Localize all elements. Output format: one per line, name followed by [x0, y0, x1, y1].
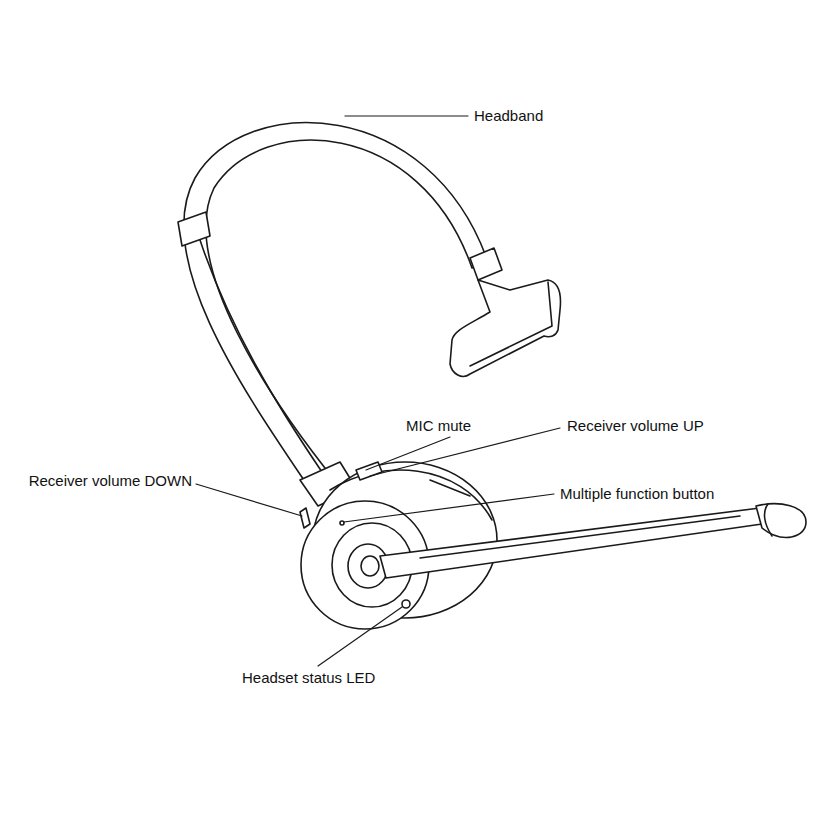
headband-pad — [450, 280, 561, 376]
leader-line — [344, 494, 554, 522]
headband-pad-edge — [470, 282, 552, 366]
leader-line — [196, 484, 302, 516]
mic-tip-seam — [765, 504, 772, 536]
part-label: Receiver volume UP — [565, 417, 706, 435]
part-label: Receiver volume DOWN — [27, 472, 194, 490]
part-label: Headband — [472, 107, 545, 125]
leader-line — [366, 437, 450, 470]
leader-lines — [196, 116, 560, 666]
leader-line — [345, 115, 468, 116]
headband-band — [184, 123, 488, 492]
leader-line — [318, 607, 402, 666]
headband-inner-edge — [200, 240, 322, 472]
part-label: Multiple function button — [558, 485, 716, 503]
boom-pivot-center — [361, 556, 379, 576]
headband-slider — [470, 248, 502, 280]
earpiece-slot — [430, 480, 470, 496]
mic-tip — [756, 504, 806, 538]
headband-slider — [178, 212, 210, 246]
status-led — [402, 600, 410, 608]
leader-line — [370, 428, 560, 476]
mfb-dot — [340, 521, 344, 525]
boom-arm — [380, 508, 762, 578]
boom-highlight — [420, 516, 740, 558]
part-label: MIC mute — [404, 417, 473, 435]
volume-down-button — [300, 508, 310, 528]
part-label: Headset status LED — [240, 669, 377, 687]
